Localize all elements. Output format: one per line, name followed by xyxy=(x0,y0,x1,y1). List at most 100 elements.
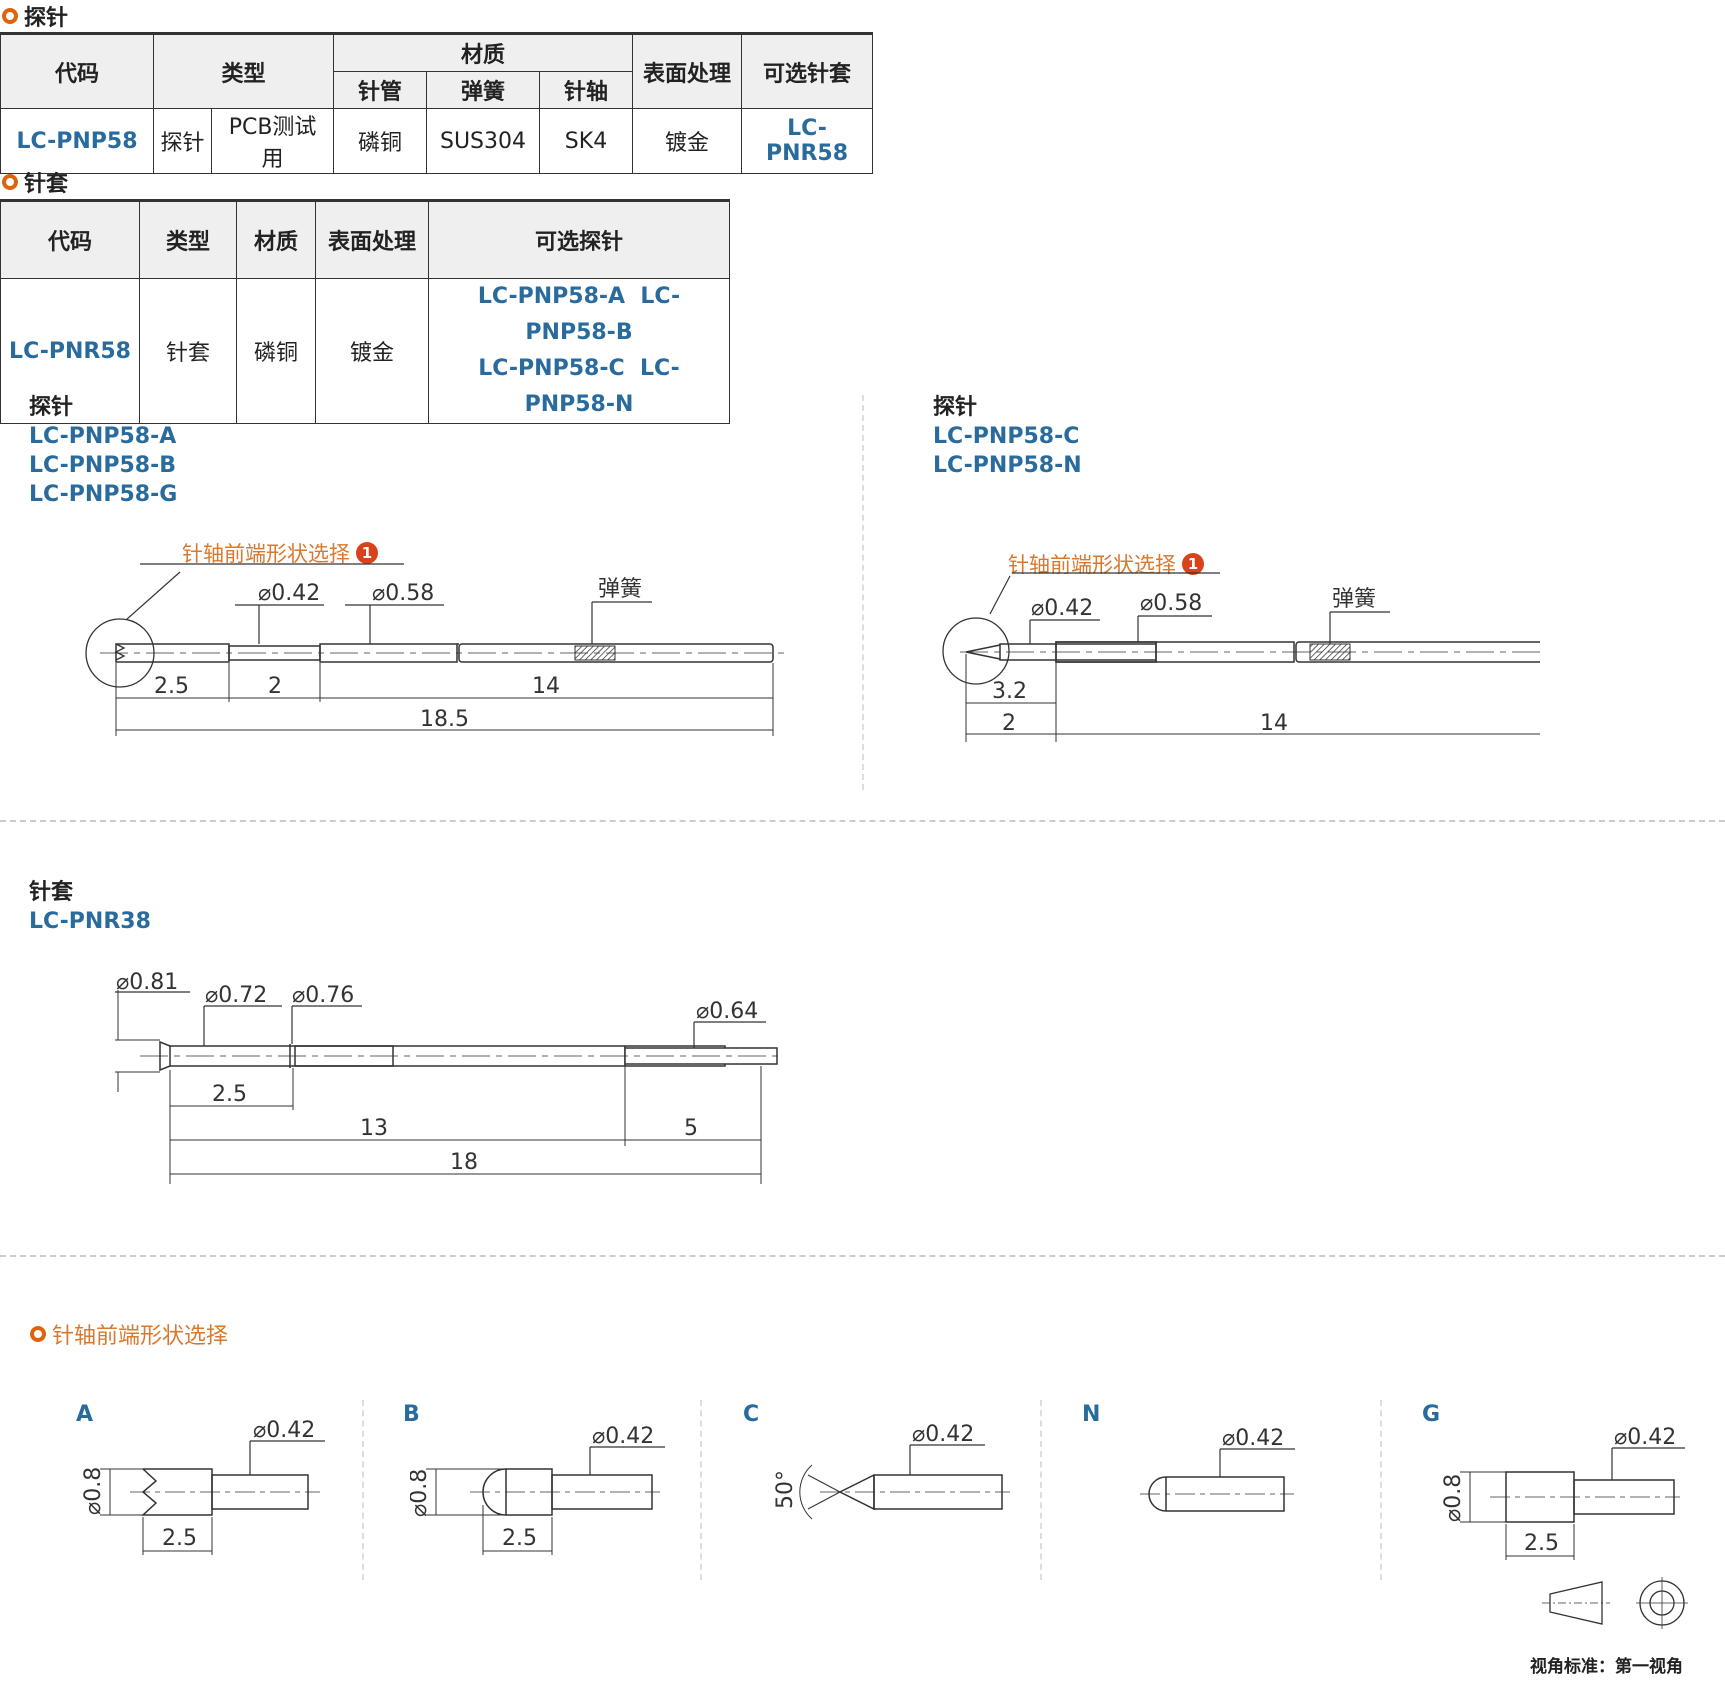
cell-socket[interactable]: LC-PNR58 xyxy=(741,108,873,174)
section-ring-icon xyxy=(30,1326,46,1342)
dim-label: 2 xyxy=(1002,711,1016,736)
diameter-label: ⌀0.8 xyxy=(410,1469,432,1517)
dim-label: 13 xyxy=(360,1116,388,1141)
cell-type: 针套 xyxy=(139,278,237,424)
cell-optional-probes: LC-PNP58-A LC-PNP58-B LC-PNP58-C LC-PNP5… xyxy=(428,278,730,424)
shape-letter-a: A xyxy=(76,1402,94,1427)
shape-letter-b: B xyxy=(403,1402,420,1427)
drawing3-label: 针套 LC-PNR38 xyxy=(29,878,151,936)
socket-spec-table: 代码 类型 材质 表面处理 可选探针 LC-PNR58 针套 磷铜 镀金 LC-… xyxy=(0,199,730,424)
probe-drawing-2: ⌀0.42 ⌀0.58 弹簧 3.2 2 14 xyxy=(942,572,1540,742)
dim-label: 5 xyxy=(684,1116,698,1141)
probe-link[interactable]: LC-PNP58-N xyxy=(524,356,680,417)
header-spring: 弹簧 xyxy=(426,71,540,109)
section-ring-icon xyxy=(2,174,18,190)
dim-label: 2.5 xyxy=(162,1526,197,1551)
tip-shape-g: ⌀0.42 ⌀0.8 2.5 xyxy=(1441,1425,1685,1560)
divider xyxy=(700,1400,702,1580)
number-badge-icon: 1 xyxy=(1182,553,1204,575)
diameter-label: ⌀0.42 xyxy=(1031,596,1093,621)
angle-label: 50° xyxy=(773,1470,798,1509)
shape-letter-c: C xyxy=(743,1402,760,1427)
drawing1-label: 探针 LC-PNP58-A LC-PNP58-B LC-PNP58-G xyxy=(29,393,177,509)
tip-shape-a: ⌀0.42 ⌀0.8 2.5 xyxy=(81,1418,325,1555)
dim-label: 18 xyxy=(450,1150,478,1175)
section-ring-icon xyxy=(2,8,18,24)
diameter-label: ⌀0.42 xyxy=(253,1418,315,1443)
header-type: 类型 xyxy=(139,199,237,279)
model-code[interactable]: LC-PNP58-N xyxy=(933,453,1082,478)
spring-label: 弹簧 xyxy=(1332,587,1376,612)
cell-spring: SUS304 xyxy=(426,108,540,174)
tip-shape-b: ⌀0.42 ⌀0.8 2.5 xyxy=(410,1424,665,1555)
tip-shape-c: ⌀0.42 50° xyxy=(773,1422,1010,1520)
header-optional-probe: 可选探针 xyxy=(428,199,730,279)
cell-material: 磷铜 xyxy=(236,278,316,424)
header-code: 代码 xyxy=(0,199,140,279)
header-plunger: 针轴 xyxy=(539,71,633,109)
divider xyxy=(1380,1400,1382,1580)
tip-section-title-text: 针轴前端形状选择 xyxy=(52,1324,229,1349)
probe-link[interactable]: LC-PNP58-C xyxy=(478,356,625,381)
probe-link[interactable]: LC-PNP58-A xyxy=(477,284,626,309)
diameter-label: ⌀0.42 xyxy=(1614,1425,1676,1450)
model-code[interactable]: LC-PNP58-A xyxy=(29,424,177,449)
divider xyxy=(362,1400,364,1580)
header-surface: 表面处理 xyxy=(632,32,742,109)
header-type: 类型 xyxy=(153,32,334,109)
drawing-title: 探针 xyxy=(29,395,74,420)
diameter-label: ⌀0.64 xyxy=(696,999,758,1024)
probe-section-title-text: 探针 xyxy=(24,6,69,31)
number-badge-icon: 1 xyxy=(356,542,378,564)
header-material: 材质 xyxy=(333,32,633,72)
drawing-title: 探针 xyxy=(933,395,978,420)
probe-spec-table: 代码 类型 材质 表面处理 可选针套 针管 弹簧 针轴 LC-PNP58 探针 … xyxy=(0,32,873,174)
socket-section-title-text: 针套 xyxy=(24,172,69,197)
diameter-label: ⌀0.42 xyxy=(258,581,320,606)
model-code[interactable]: LC-PNR38 xyxy=(29,909,151,934)
shape-letter-g: G xyxy=(1422,1402,1441,1427)
drawing2-label: 探针 LC-PNP58-C LC-PNP58-N xyxy=(933,393,1082,480)
divider xyxy=(1040,1400,1042,1580)
dim-label: 2.5 xyxy=(212,1082,247,1107)
cell-code[interactable]: LC-PNR58 xyxy=(0,278,140,424)
drawing-title: 针套 xyxy=(29,880,74,905)
shape-letter-n: N xyxy=(1082,1402,1101,1427)
divider xyxy=(862,395,864,790)
model-code[interactable]: LC-PNP58-C xyxy=(933,424,1080,449)
probe-link[interactable]: LC-PNP58-B xyxy=(525,284,681,345)
dim-label: 14 xyxy=(532,674,560,699)
probe-drawing-1: ⌀0.42 ⌀0.58 弹簧 2.5 2 14 18.5 xyxy=(85,563,790,736)
model-code[interactable]: LC-PNP58-B xyxy=(29,453,176,478)
socket-section-title: 针套 xyxy=(2,166,68,198)
cell-type2: PCB测试用 xyxy=(211,108,334,174)
dim-label: 14 xyxy=(1260,711,1288,736)
tip-shape-n: ⌀0.42 xyxy=(1140,1426,1295,1512)
dim-label: 2.5 xyxy=(154,674,189,699)
diameter-label: ⌀0.8 xyxy=(81,1467,106,1515)
table-row: LC-PNR58 针套 磷铜 镀金 LC-PNP58-A LC-PNP58-B … xyxy=(0,278,730,424)
divider xyxy=(0,820,1725,822)
tip-shape-callout: 针轴前端形状选择 1 xyxy=(182,538,378,568)
table-row: LC-PNP58 探针 PCB测试用 磷铜 SUS304 SK4 镀金 LC-P… xyxy=(0,108,873,174)
diameter-label: ⌀0.81 xyxy=(116,970,178,995)
header-optional-socket: 可选针套 xyxy=(741,32,873,109)
divider xyxy=(0,1255,1725,1257)
cell-type1: 探针 xyxy=(152,108,213,174)
dim-label: 2.5 xyxy=(1524,1531,1559,1556)
diameter-label: ⌀0.72 xyxy=(205,983,267,1008)
tip-shape-section-title: 针轴前端形状选择 xyxy=(30,1318,228,1350)
cell-surface: 镀金 xyxy=(632,108,742,174)
dim-label: 18.5 xyxy=(420,707,469,732)
model-code[interactable]: LC-PNP58-G xyxy=(29,482,178,507)
cell-code[interactable]: LC-PNP58 xyxy=(0,108,154,174)
dim-label: 2 xyxy=(268,674,282,699)
callout-text: 针轴前端形状选择 xyxy=(182,542,350,566)
diameter-label: ⌀0.42 xyxy=(592,1424,654,1449)
cell-surface: 镀金 xyxy=(315,278,429,424)
dim-label: 2.5 xyxy=(502,1526,537,1551)
diameter-label: ⌀0.42 xyxy=(912,1422,974,1447)
diameter-label: ⌀0.8 xyxy=(1441,1474,1466,1522)
diameter-label: ⌀0.58 xyxy=(372,581,434,606)
dim-label: 3.2 xyxy=(992,679,1027,704)
